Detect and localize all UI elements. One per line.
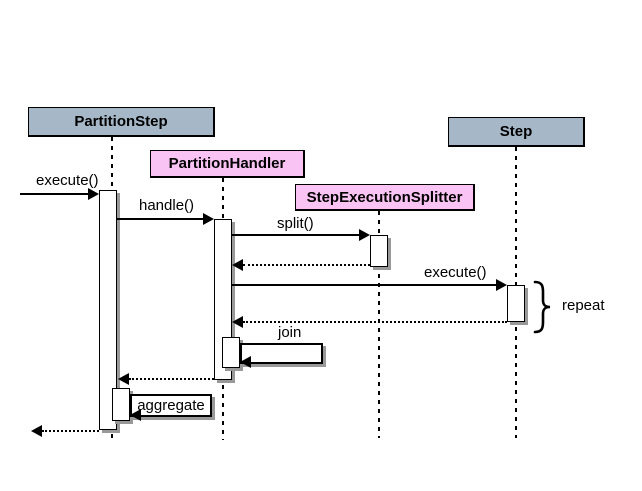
- arrowhead-right-icon: [88, 188, 99, 200]
- return-line-splitter: [243, 264, 370, 266]
- message-label-execute-step: execute(): [424, 264, 487, 282]
- message-label-handle: handle(): [139, 197, 195, 215]
- activation-bar-aggregate-nested: [112, 388, 130, 421]
- participant-label: PartitionStep: [74, 113, 168, 130]
- participant-box-step: Step: [448, 117, 585, 147]
- repeat-annotation-label: repeat: [562, 297, 605, 314]
- lifeline-stepexecutionsplitter: [378, 211, 380, 438]
- message-label-join: join: [278, 324, 302, 342]
- message-label-aggregate: aggregate: [137, 397, 205, 414]
- arrowhead-left-icon: [232, 259, 243, 271]
- self-call-box-join: [240, 343, 323, 364]
- return-line-handler: [129, 378, 214, 380]
- curly-brace-icon: [533, 280, 551, 334]
- participant-label: StepExecutionSplitter: [306, 188, 463, 206]
- participant-box-partitionhandler: PartitionHandler: [150, 150, 305, 178]
- message-label-split: split(): [277, 215, 314, 233]
- message-line-execute: [20, 193, 88, 195]
- activation-bar-join-nested: [222, 337, 240, 368]
- arrowhead-right-icon: [203, 213, 214, 225]
- participant-box-partitionstep: PartitionStep: [28, 107, 215, 137]
- arrowhead-left-icon: [232, 316, 243, 328]
- message-line-execute-step: [232, 284, 496, 286]
- arrowhead-right-icon: [359, 229, 370, 241]
- participant-box-stepexecutionsplitter: StepExecutionSplitter: [295, 184, 475, 211]
- arrowhead-right-icon: [496, 279, 507, 291]
- participant-label: Step: [499, 123, 533, 140]
- message-line-handle: [117, 218, 203, 220]
- arrowhead-left-icon: [240, 356, 251, 368]
- activation-bar-partitionstep: [99, 190, 117, 430]
- arrowhead-left-icon: [130, 409, 141, 421]
- activation-bar-step: [507, 285, 525, 322]
- activation-bar-stepexecutionsplitter: [370, 235, 388, 267]
- arrowhead-left-icon: [31, 425, 42, 437]
- return-line-final: [42, 430, 99, 432]
- arrowhead-left-icon: [118, 373, 129, 385]
- return-line-step: [243, 321, 507, 323]
- participant-label: PartitionHandler: [168, 155, 286, 172]
- message-label-execute: execute(): [36, 172, 99, 190]
- self-call-box-aggregate: aggregate: [130, 394, 212, 417]
- message-line-split: [232, 234, 359, 236]
